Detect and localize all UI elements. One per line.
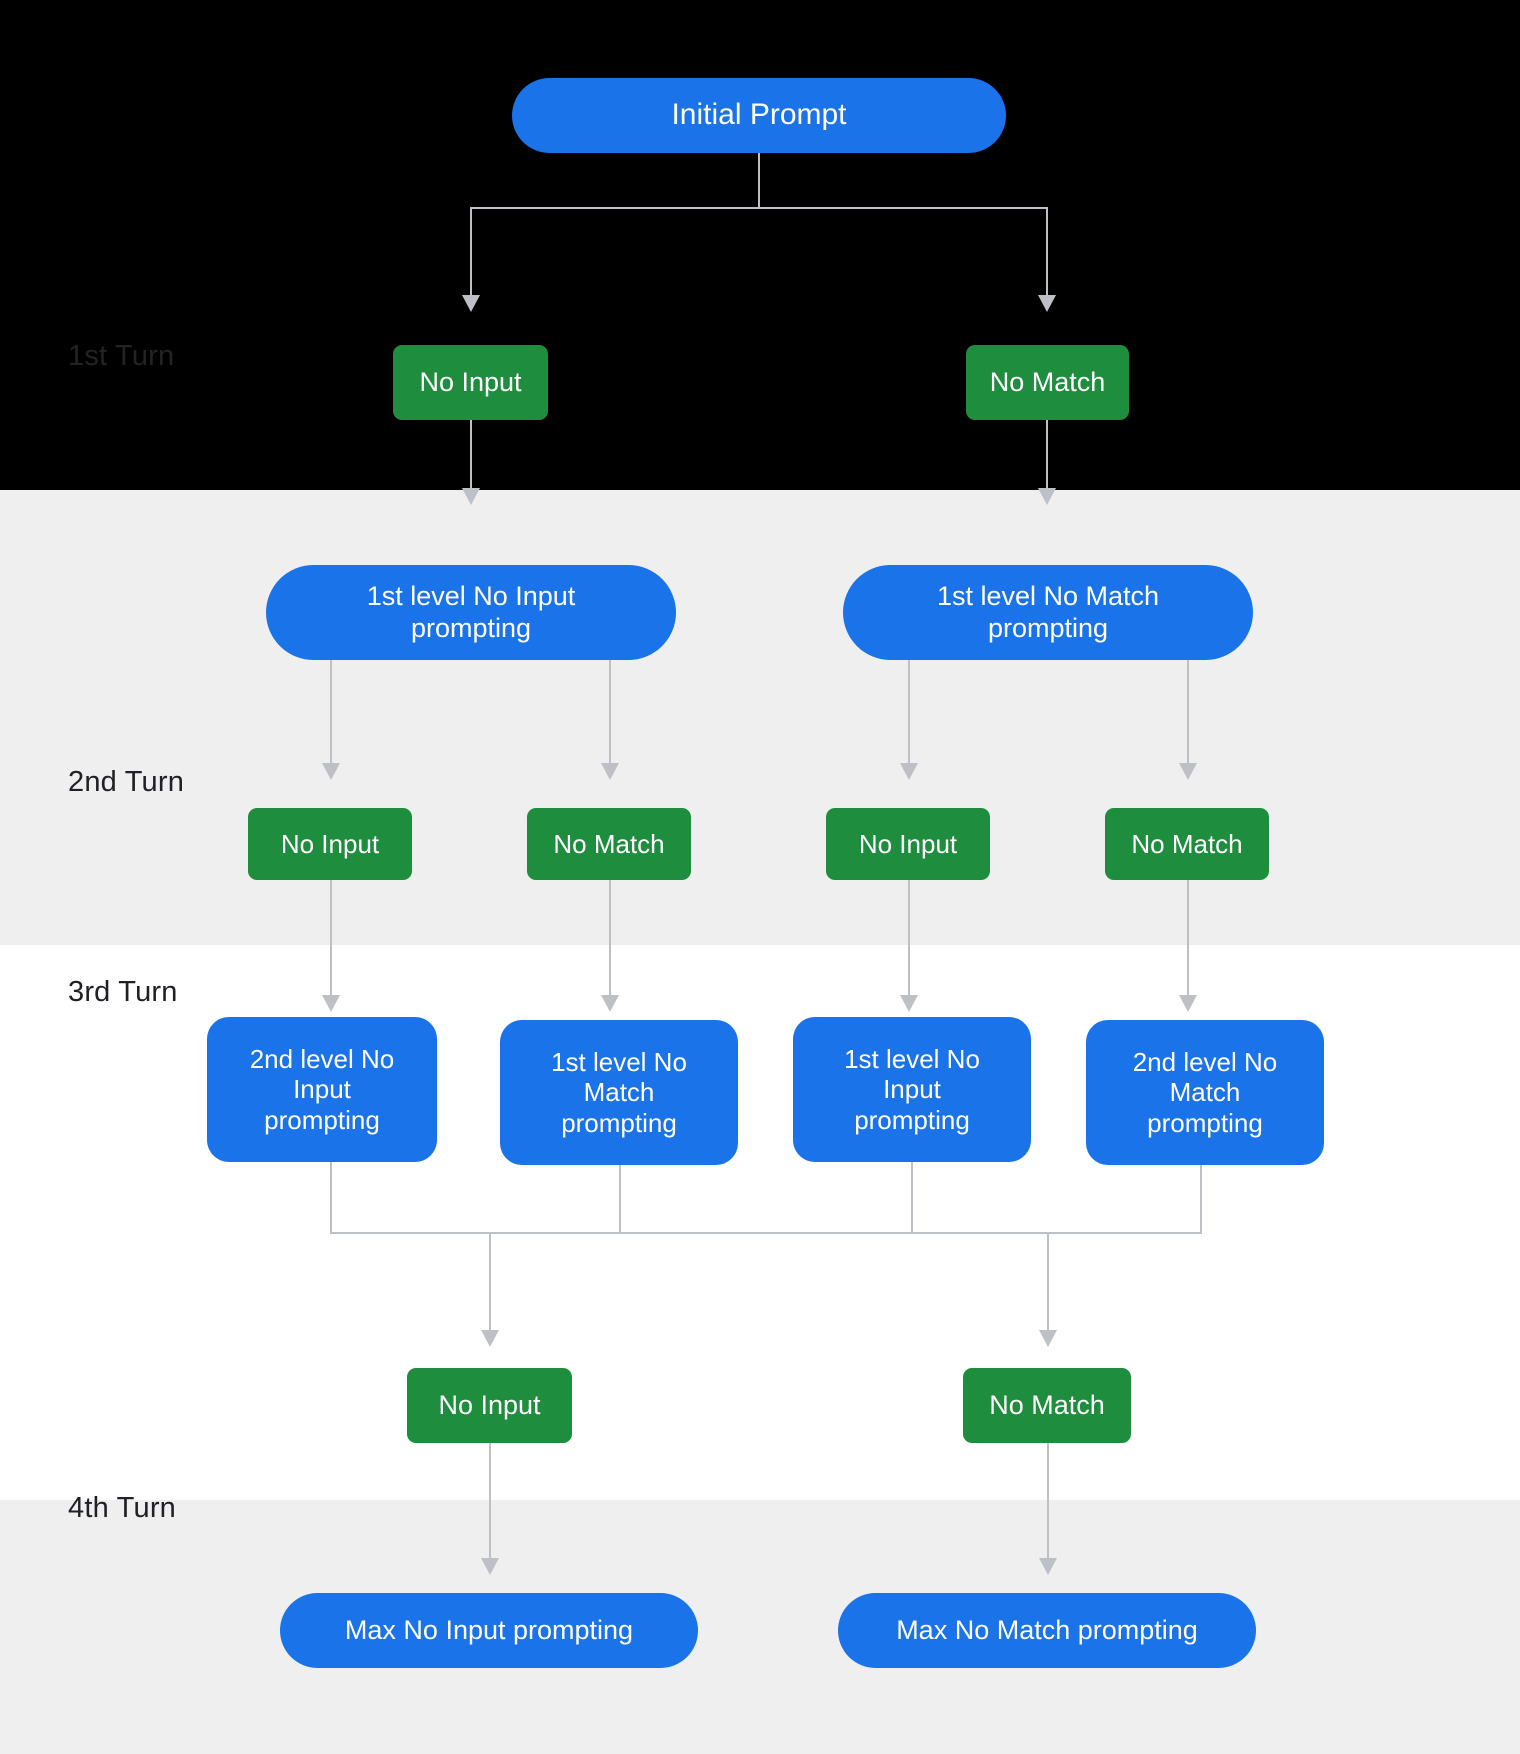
arrow-to-1st-level-no-match-prompting xyxy=(1038,488,1056,505)
band-turn-4 xyxy=(0,1500,1520,1754)
connector-root-left xyxy=(470,207,472,297)
node-turn2-no-match-a[interactable]: No Match xyxy=(527,808,691,880)
node-initial-prompt[interactable]: Initial Prompt xyxy=(512,78,1006,153)
arrow-to-turn1-no-input xyxy=(462,295,480,312)
connector-turn2-nomatch-b-down xyxy=(1187,880,1189,997)
node-1st-level-no-match-prompting[interactable]: 1st level No Match prompting xyxy=(843,565,1253,660)
node-turn2-no-match-b[interactable]: No Match xyxy=(1105,808,1269,880)
connector-t3p3-down xyxy=(911,1162,913,1234)
arrow-to-max-no-match-prompting xyxy=(1039,1558,1057,1575)
node-turn1-no-match[interactable]: No Match xyxy=(966,345,1129,420)
arrow-to-turn3-no-match xyxy=(1039,1330,1057,1347)
turn-label-3: 3rd Turn xyxy=(68,976,178,1008)
arrow-to-2nd-level-no-input-prompting xyxy=(322,995,340,1012)
connector-turn2-noinput-b-down xyxy=(908,880,910,997)
arrow-to-2nd-level-no-match-prompting xyxy=(1179,995,1197,1012)
turn-label-4: 4th Turn xyxy=(68,1492,176,1524)
node-turn1-no-input[interactable]: No Input xyxy=(393,345,548,420)
node-max-no-match-prompting[interactable]: Max No Match prompting xyxy=(838,1593,1256,1668)
node-1st-level-no-input-prompting-turn3[interactable]: 1st level No Input prompting xyxy=(793,1017,1031,1162)
node-2nd-level-no-input-prompting[interactable]: 2nd level No Input prompting xyxy=(207,1017,437,1162)
connector-t3p2-down xyxy=(619,1162,621,1234)
node-max-no-input-prompting[interactable]: Max No Input prompting xyxy=(280,1593,698,1668)
connector-root-bar xyxy=(470,207,1048,209)
connector-merge-to-no-input xyxy=(489,1232,491,1332)
connector-root-right xyxy=(1046,207,1048,297)
connector-root-stem xyxy=(758,148,760,208)
connector-turn3-noinput-down xyxy=(489,1440,491,1560)
node-turn3-no-match[interactable]: No Match xyxy=(963,1368,1131,1443)
turn-label-1: 1st Turn xyxy=(68,340,175,372)
arrow-to-turn2-no-match-b xyxy=(1179,763,1197,780)
node-1st-level-no-match-prompting-turn3[interactable]: 1st level No Match prompting xyxy=(500,1020,738,1165)
connector-merge-bar xyxy=(330,1232,1202,1234)
connector-turn1-nomatch-down xyxy=(1046,380,1048,490)
connector-turn3-nomatch-down xyxy=(1047,1440,1049,1560)
node-turn3-no-input[interactable]: No Input xyxy=(407,1368,572,1443)
connector-p1-to-nomatch xyxy=(609,655,611,765)
arrow-to-1st-level-no-input-prompting-t3 xyxy=(900,995,918,1012)
connector-turn1-noinput-down xyxy=(470,380,472,490)
connector-merge-to-no-match xyxy=(1047,1232,1049,1332)
arrow-to-turn2-no-input-a xyxy=(322,763,340,780)
connector-p2-to-nomatch xyxy=(1187,655,1189,765)
band-turn-1 xyxy=(0,0,1520,490)
node-turn2-no-input-a[interactable]: No Input xyxy=(248,808,412,880)
connector-p1-to-noinput xyxy=(330,655,332,765)
band-turn-2 xyxy=(0,490,1520,945)
node-1st-level-no-input-prompting[interactable]: 1st level No Input prompting xyxy=(266,565,676,660)
arrow-to-turn2-no-match-a xyxy=(601,763,619,780)
arrow-to-turn1-no-match xyxy=(1038,295,1056,312)
connector-t3p1-down xyxy=(330,1162,332,1234)
connector-p2-to-noinput xyxy=(908,655,910,765)
connector-turn2-noinput-a-down xyxy=(330,880,332,997)
connector-t3p4-down xyxy=(1200,1162,1202,1234)
arrow-to-max-no-input-prompting xyxy=(481,1558,499,1575)
arrow-to-turn3-no-input xyxy=(481,1330,499,1347)
turn-label-2: 2nd Turn xyxy=(68,766,185,798)
node-turn2-no-input-b[interactable]: No Input xyxy=(826,808,990,880)
connector-turn2-nomatch-a-down xyxy=(609,880,611,997)
node-2nd-level-no-match-prompting[interactable]: 2nd level No Match prompting xyxy=(1086,1020,1324,1165)
arrow-to-1st-level-no-input-prompting xyxy=(462,488,480,505)
arrow-to-turn2-no-input-b xyxy=(900,763,918,780)
arrow-to-1st-level-no-match-prompting-t3 xyxy=(601,995,619,1012)
